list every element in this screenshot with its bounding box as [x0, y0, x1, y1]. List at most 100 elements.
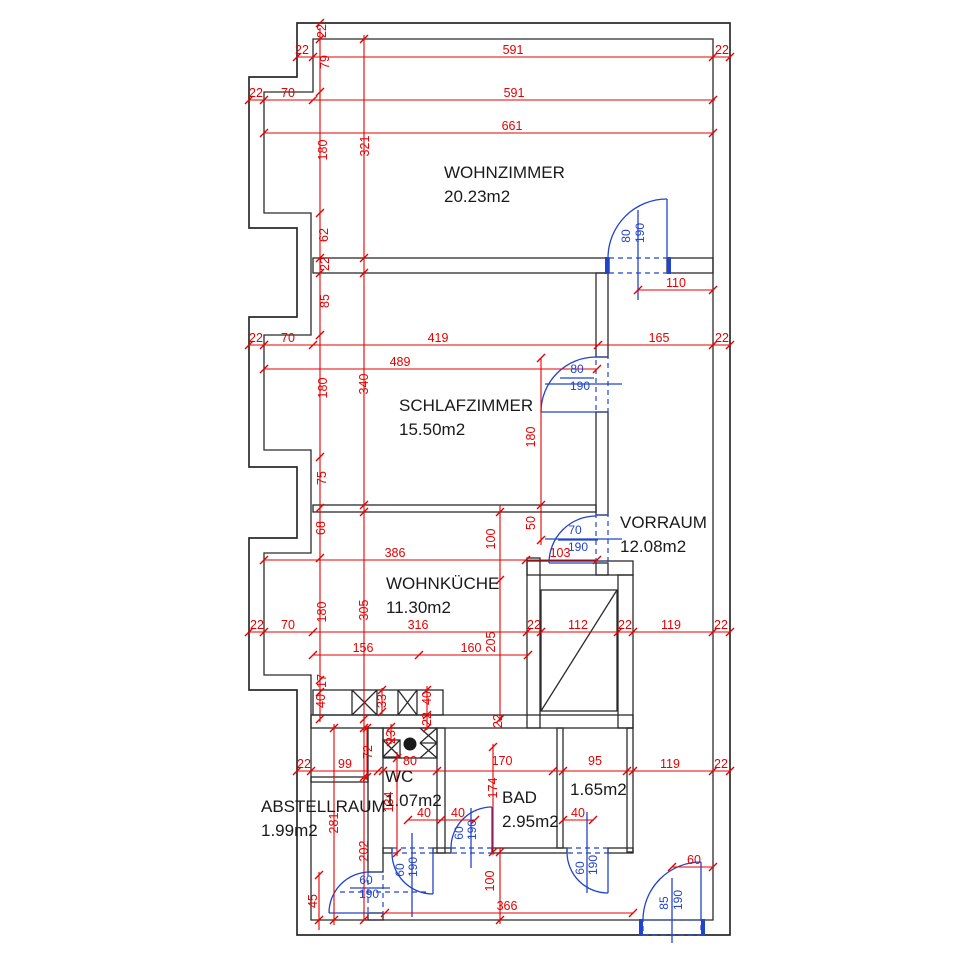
dimension-label: 22 [297, 757, 311, 771]
door-size-label: 190 [570, 379, 590, 393]
dimension-label: 62 [317, 228, 331, 242]
room-area: 12.08m2 [620, 537, 686, 556]
room-name: WOHNKÜCHE [386, 574, 499, 593]
dimension-label: 40 [420, 691, 434, 705]
dimension-label: 591 [504, 86, 525, 100]
dimension-label: 40 [451, 806, 465, 820]
door-leaves [329, 199, 702, 920]
outer-wall [248, 22, 731, 936]
door-size-label: 190 [406, 857, 420, 877]
dimension-label: 68 [314, 521, 328, 535]
door-size-label: 190 [465, 820, 479, 840]
dimension-label: 180 [524, 427, 538, 448]
dimension-ticks [244, 18, 735, 925]
dimension-label: 316 [408, 618, 429, 632]
door-jambs [605, 257, 705, 936]
dimension-label: 305 [357, 600, 371, 621]
room-area: 15.50m2 [399, 420, 465, 439]
inner-wall-face [263, 38, 714, 921]
dimension-lines [244, 18, 735, 930]
dimension-label: 79 [318, 55, 332, 69]
door-swing-arcs [328, 198, 702, 921]
dimension-label: 156 [353, 641, 374, 655]
dimension-label: 281 [327, 813, 341, 834]
dimension-label: 170 [492, 754, 513, 768]
dimension-label: 40 [571, 806, 585, 820]
dimension-label: 22 [618, 618, 632, 632]
dimension-label: 60 [687, 853, 701, 867]
door-size-label: 190 [586, 855, 600, 875]
dimension-label: 22 [715, 331, 729, 345]
door-size-label: 85 [657, 896, 671, 910]
room-name: SCHLAFZIMMER [399, 396, 533, 415]
dimension-label: 99 [338, 757, 352, 771]
door-size-label: 190 [671, 890, 685, 910]
dimension-label: 33 [375, 694, 389, 708]
dimension-label: 40 [417, 806, 431, 820]
door-size-label: 190 [568, 540, 588, 554]
dimension-label: 40 [314, 694, 328, 708]
dimension-label: 72 [361, 745, 375, 759]
door-size-label: 190 [633, 223, 647, 243]
dimension-label: 22 [295, 43, 309, 57]
dimension-label: 22 [250, 618, 264, 632]
dimension-label: 180 [316, 140, 330, 161]
dimension-label: 119 [661, 618, 681, 632]
dimension-label: 180 [315, 602, 329, 623]
dim-lines-vertical [318, 28, 542, 930]
dimension-label: 22 [318, 257, 332, 271]
dimension-label: 366 [497, 899, 518, 913]
dimension-label: 386 [385, 546, 406, 560]
dimension-label: 22 [249, 331, 263, 345]
dimension-label: 80 [403, 754, 417, 768]
dimension-label: 70 [281, 618, 295, 632]
room-name: ABSTELLRAUM [261, 797, 386, 816]
door-size-label: 70 [568, 523, 582, 537]
room-name: WC [385, 767, 413, 786]
dimension-label: 202 [357, 841, 371, 862]
dimension-label: 180 [316, 378, 330, 399]
dimension-label: 22 [715, 43, 729, 57]
dimension-label: 17 [315, 674, 329, 688]
door-size-label: 60 [452, 826, 466, 840]
dimension-label: 85 [318, 294, 332, 308]
dimension-label: 661 [502, 119, 523, 133]
dimension-label: 489 [390, 355, 411, 369]
dimension-label: 22 [315, 24, 329, 38]
door-size-label: 190 [359, 887, 379, 901]
door-size-label: 60 [359, 873, 373, 887]
dimension-label: 22 [714, 618, 728, 632]
walls [248, 22, 731, 936]
room-name: VORRAUM [620, 513, 707, 532]
dimension-label: 103 [550, 546, 571, 560]
partition-walls [310, 257, 714, 921]
dimension-label: 591 [503, 43, 524, 57]
doors [328, 198, 705, 943]
dimension-label: 100 [484, 529, 498, 550]
shaft [540, 589, 618, 712]
dimension-label: 160 [461, 641, 482, 655]
dimension-label: 75 [315, 471, 329, 485]
door-size-label: 60 [573, 861, 587, 875]
dimension-label: 22 [491, 714, 505, 728]
door-axis-lines [350, 210, 673, 943]
boiler-symbol [403, 737, 417, 751]
dimension-label: 22 [714, 757, 728, 771]
room-name: BAD [502, 788, 537, 807]
dimension-label: 165 [649, 331, 670, 345]
dimension-label: 174 [486, 778, 500, 799]
dimension-label: 70 [281, 86, 295, 100]
dimension-label: 22 [527, 618, 541, 632]
room-area: 1.65m2 [570, 780, 627, 799]
dimension-label: 95 [588, 754, 602, 768]
dimension-label: 100 [483, 871, 497, 892]
dimension-label: 134 [382, 792, 396, 813]
room-name: WOHNZIMMER [444, 163, 565, 182]
dimension-label: 45 [306, 894, 320, 908]
dimension-label: 112 [568, 618, 588, 632]
dimension-label: 110 [666, 276, 686, 290]
